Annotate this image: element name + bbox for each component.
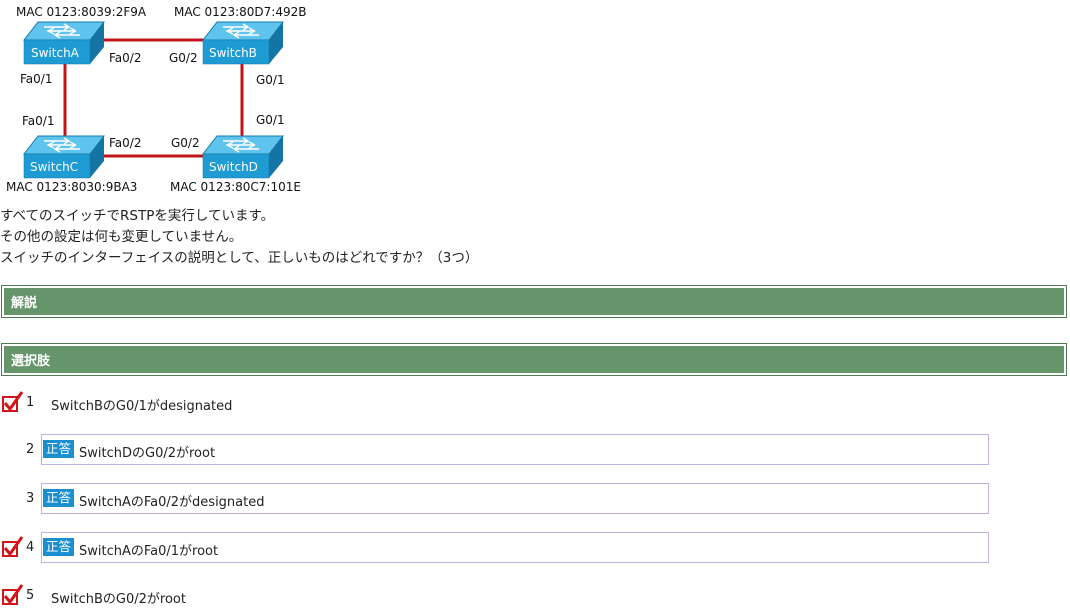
port-c-right: Fa0/2 <box>109 136 141 150</box>
choices-header-label: 選択肢 <box>11 354 51 369</box>
question-line-1: すべてのスイッチでRSTPを実行しています。 <box>0 208 275 224</box>
choices-header: 選択肢 <box>1 343 1067 376</box>
switch-c-mac: MAC 0123:8030:9BA3 <box>6 180 137 194</box>
switch-a-label: SwitchA <box>31 46 80 60</box>
option-number: 1 <box>26 395 35 410</box>
question-text: すべてのスイッチでRSTPを実行しています。 その他の設定は何も変更していません… <box>0 206 478 269</box>
explanation-header-label: 解説 <box>11 296 38 311</box>
option-text: SwitchDのG0/2がroot <box>79 446 216 461</box>
explanation-header[interactable]: 解説 <box>1 285 1067 318</box>
port-d-up: G0/1 <box>256 113 285 127</box>
option-number: 4 <box>26 540 35 555</box>
port-a-right: Fa0/2 <box>109 51 141 65</box>
option-2[interactable]: 2 正答 SwitchDのG0/2がroot <box>0 434 1000 466</box>
correct-badge: 正答 <box>43 489 75 507</box>
switch-c-label: SwitchC <box>30 160 78 174</box>
checkmark-icon <box>2 391 24 412</box>
option-text: SwitchAのFa0/1がroot <box>79 544 219 559</box>
port-b-left: G0/2 <box>169 51 198 65</box>
option-5[interactable]: 5 SwitchBのG0/2がroot <box>0 580 1000 612</box>
option-text: SwitchAのFa0/2がdesignated <box>79 495 265 510</box>
option-3[interactable]: 3 正答 SwitchAのFa0/2がdesignated <box>0 483 1000 515</box>
correct-badge: 正答 <box>43 440 75 458</box>
switch-d-label: SwitchD <box>209 160 258 174</box>
correct-answer-box <box>41 483 989 514</box>
option-number: 3 <box>26 491 35 506</box>
option-1[interactable]: 1 SwitchBのG0/1がdesignated <box>0 387 1000 419</box>
network-diagram: SwitchA SwitchB SwitchC SwitchD MAC 0123… <box>6 5 306 194</box>
checkmark-icon <box>2 584 24 605</box>
option-text: SwitchBのG0/2がroot <box>51 592 186 607</box>
switch-d-mac: MAC 0123:80C7:101E <box>170 180 301 194</box>
port-b-down: G0/1 <box>256 73 285 87</box>
switch-a-mac: MAC 0123:8039:2F9A <box>16 5 147 19</box>
option-number: 5 <box>26 588 35 603</box>
question-line-3: スイッチのインターフェイスの説明として、正しいものはどれですか？（3つ） <box>0 250 479 266</box>
port-d-left: G0/2 <box>171 136 200 150</box>
correct-answer-box <box>41 434 989 465</box>
switch-b-label: SwitchB <box>209 46 257 60</box>
correct-answer-box <box>41 532 989 563</box>
port-a-down: Fa0/1 <box>20 72 52 86</box>
checkmark-icon <box>2 536 24 557</box>
correct-badge: 正答 <box>43 538 75 556</box>
port-c-up: Fa0/1 <box>22 114 54 128</box>
option-4[interactable]: 4 正答 SwitchAのFa0/1がroot <box>0 532 1000 564</box>
option-text: SwitchBのG0/1がdesignated <box>51 399 233 414</box>
question-line-2: その他の設定は何も変更していません。 <box>0 229 243 245</box>
switch-b-mac: MAC 0123:80D7:492B <box>174 5 306 19</box>
option-number: 2 <box>26 442 35 457</box>
